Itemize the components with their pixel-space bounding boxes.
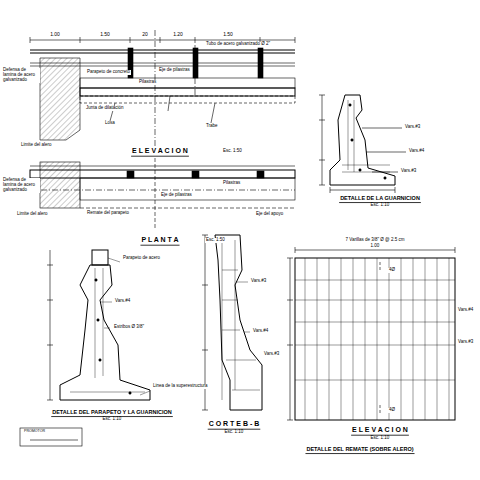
callout-text: Limite del alero [20, 143, 53, 148]
view-title: DETALLE DEL PARAPETO Y LA GUARNICION [51, 409, 173, 415]
callout-text: 4Ø [388, 268, 396, 273]
callout-text: Trabe [205, 124, 219, 129]
callout-text: Junta de dilatación [85, 106, 125, 111]
rebar-line [353, 258, 354, 420]
callout-text: 7 Varillas de 3/8" Ø @ 2.5 cm [345, 238, 406, 243]
callout-text: Vars.#3 [404, 125, 421, 130]
callout-text: Vars.#4 [457, 308, 474, 313]
section-b-b [202, 235, 262, 410]
dimension: 20 [141, 32, 149, 38]
callout-text: Vars.#4 [114, 299, 131, 304]
rebar-line [377, 258, 378, 420]
view-title: E L E V A C I O N [131, 147, 189, 155]
rebar-line [449, 258, 450, 420]
dimension: 1.20 [172, 32, 184, 38]
rebar-line [401, 258, 402, 420]
view-title: DETALLE DEL REMATE (SOBRE ALERO) [305, 446, 414, 452]
rebar-line [329, 258, 330, 420]
rebar-line [341, 258, 342, 420]
title-underline [305, 453, 414, 454]
callout-text: Eje de pilastras [160, 193, 193, 198]
callout-text: Defensa de lamina de acero galvanizado [2, 178, 40, 193]
callout-text: 4Ø [388, 408, 396, 413]
callout-text: Eje de pilastras [158, 68, 191, 73]
callout-text: Estribos Ø 3/8" [113, 325, 145, 330]
elevation-view [30, 30, 295, 150]
scale-note: Esc. 1:10 [102, 417, 123, 422]
callout-text: Pilastras [222, 181, 241, 186]
rebar-line [365, 258, 366, 420]
view-title: C O R T E B - B [208, 420, 261, 428]
curb-detail [319, 95, 406, 193]
plan-view [30, 158, 295, 228]
scale-note: Esc. 1:10 [370, 203, 391, 208]
callout-text: Parapeto de acero [122, 256, 161, 261]
view-title: DETALLE DE LA GUARNICION [339, 195, 421, 201]
title-underline [140, 245, 179, 246]
callout-text: Pilastras [138, 80, 157, 85]
dimension: 1.00 [370, 244, 381, 249]
dimension: 1.50 [222, 32, 234, 38]
view-title: P L A N T A [140, 236, 179, 244]
callout-text: Defensa de lamina de acero galvanizado [2, 68, 40, 83]
rebar-line [425, 258, 426, 420]
callout-text: Parapeto de concreto [86, 70, 131, 75]
callout-text: Limite del alero [16, 212, 49, 217]
callout-text: Tubo de acero galvanizado Ø 2" [205, 42, 271, 47]
rebar-line [413, 258, 414, 420]
view-title: E L E V A C I O N [351, 426, 409, 434]
callout-text: Vars.#3 [263, 352, 280, 357]
rebar-line [317, 258, 318, 420]
callout-text: Losa [104, 121, 116, 126]
scale-note: Esc. 1:50 [205, 238, 226, 243]
dimension: 1.00 [49, 32, 61, 38]
end-elevation [287, 247, 455, 420]
callout-text: Vars.#4 [408, 149, 425, 154]
scale-note: Esc. 1:10 [224, 430, 245, 435]
callout-text: Vars.#4 [252, 329, 269, 334]
callout-text: Vars.#3 [400, 169, 417, 174]
title-block [20, 428, 82, 446]
callout-text: Linea de la superestructura [152, 384, 209, 389]
scale-note: Esc. 1:50 [222, 149, 243, 154]
callout-text: Vars.#3 [457, 340, 474, 345]
callout-text: Eje del apoyo [255, 212, 284, 217]
rebar-line [305, 258, 306, 420]
rebar-line [389, 258, 390, 420]
scale-note: Esc. 1:10 [370, 436, 391, 441]
parapet-detail [47, 250, 150, 400]
callout-text: Vars.#3 [250, 279, 267, 284]
callout-text: Remate del parapeto [86, 211, 130, 216]
rebar-line [437, 258, 438, 420]
dimension: 1.50 [99, 32, 111, 38]
title-underline [131, 156, 189, 157]
title-block-text: PROMOTOR [23, 430, 46, 434]
